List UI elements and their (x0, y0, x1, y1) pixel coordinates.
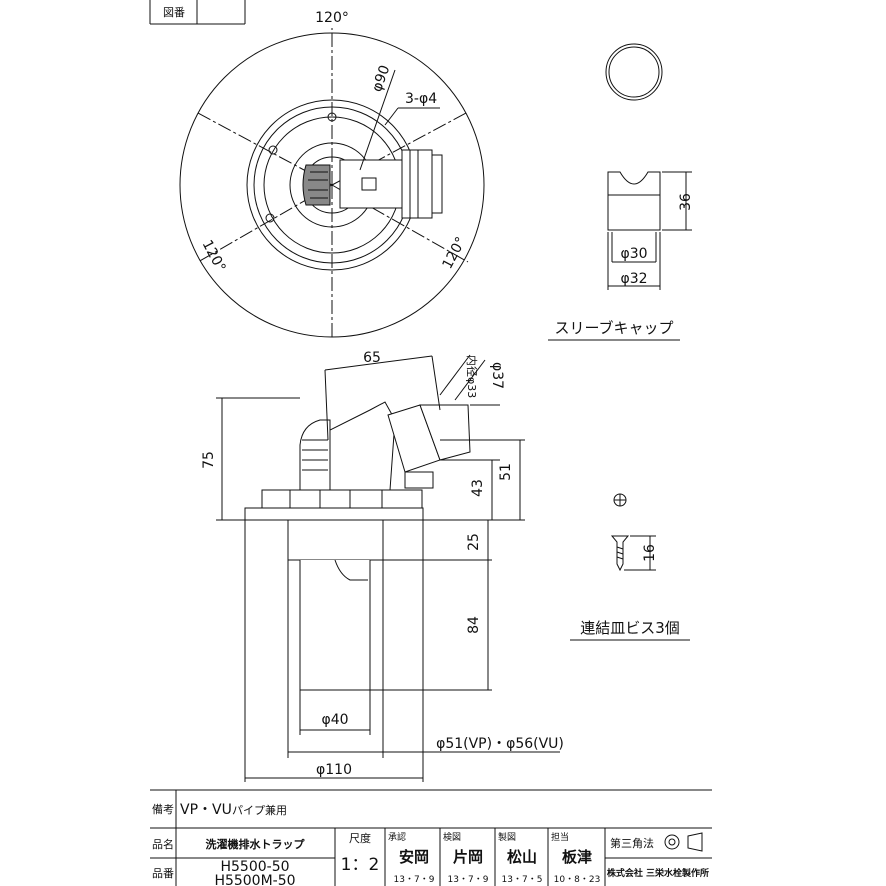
charge-name: 板津 (562, 848, 592, 866)
phi40-label: φ40 (321, 712, 348, 728)
inner-33-label: 内径φ33 (465, 355, 479, 398)
cap-height-label: 36 (678, 193, 694, 211)
remarks-main: VP・VU (180, 802, 232, 818)
approved-label: 承認 (388, 831, 406, 843)
charge-label: 担当 (551, 831, 569, 843)
phi51-56-label: φ51(VP)・φ56(VU) (436, 736, 564, 752)
sleeve-cap-note: スリーブキャップ (554, 319, 673, 337)
sleeve-cap-views (548, 43, 692, 341)
height-25-label: 25 (466, 533, 482, 551)
angle-left-label: 120° (199, 237, 229, 274)
scale-label: 尺度 (349, 831, 371, 845)
holes-label: 3-φ4 (405, 91, 437, 107)
title-block (150, 789, 712, 886)
product-no-label: 品番 (152, 867, 174, 880)
checked-date: 13・7・9 (448, 875, 489, 885)
product-name-label: 品名 (152, 837, 174, 851)
product-no-2: H5500M-50 (214, 873, 295, 886)
drawing-number-box: 図番 (149, 0, 246, 25)
remarks-sub: パイプ兼用 (232, 804, 287, 817)
approved-date: 13・7・9 (394, 875, 435, 885)
phi90-label: φ90 (369, 63, 393, 94)
company-name: 株式会社 三栄水栓製作所 (607, 867, 709, 879)
phi110-label: φ110 (316, 762, 352, 778)
height-75-label: 75 (201, 451, 217, 469)
charge-date: 10・8・23 (554, 875, 601, 885)
width-65-label: 65 (363, 350, 381, 366)
projection-label: 第三角法 (610, 836, 654, 850)
angle-top-label: 120° (315, 10, 349, 26)
cap-phi32-label: φ32 (620, 271, 647, 287)
screw-16-label: 16 (642, 544, 658, 562)
height-43-label: 43 (470, 479, 486, 497)
angle-right-label: 120° (439, 234, 469, 271)
drawing-no-label: 図番 (163, 6, 185, 19)
height-51-label: 51 (498, 463, 514, 481)
height-84-label: 84 (466, 616, 482, 634)
cap-phi30-label: φ30 (620, 246, 647, 262)
drawn-date: 13・7・5 (502, 875, 543, 885)
plan-view (179, 28, 485, 338)
checked-label: 検図 (443, 831, 461, 843)
screw-views (570, 493, 690, 641)
elevation-view (216, 354, 560, 782)
drawn-name: 松山 (507, 848, 537, 866)
scale-value: 1：2 (341, 855, 380, 875)
screws-note: 連結皿ビス3個 (580, 619, 680, 637)
checked-name: 片岡 (453, 848, 483, 866)
product-name: 洗濯機排水トラップ (206, 837, 306, 851)
phi37-label: φ37 (489, 362, 505, 389)
product-no-1: H5500-50 (220, 859, 289, 875)
approved-name: 安岡 (399, 848, 429, 866)
drawn-label: 製図 (498, 831, 516, 843)
remarks-label: 備考 (152, 803, 174, 816)
